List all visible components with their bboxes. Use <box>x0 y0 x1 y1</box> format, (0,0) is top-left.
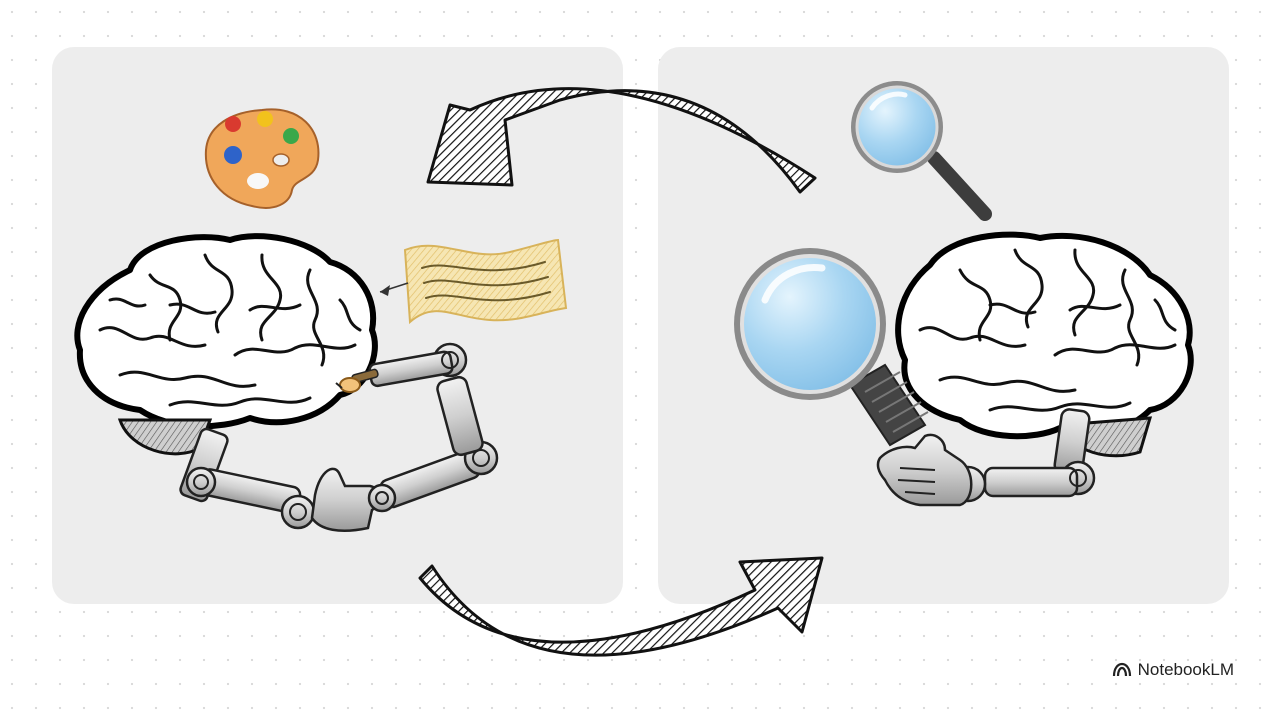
magnifier-icon <box>734 248 929 447</box>
brain-icon <box>74 233 378 456</box>
palette-icon <box>204 108 320 209</box>
robot-hand <box>876 433 973 507</box>
magnifier-icon <box>851 81 992 221</box>
robot-arm-icon <box>179 342 499 532</box>
brain-icon <box>895 231 1194 458</box>
arrow-bottom-to-right <box>418 556 824 657</box>
brand-name: NotebookLM <box>1137 660 1234 679</box>
brand-badge: NotebookLM <box>1112 660 1234 680</box>
paper-note-icon <box>379 238 568 325</box>
notebooklm-logo-icon <box>1112 662 1131 677</box>
arrow-top-to-left <box>426 87 817 194</box>
paintbrush-icon <box>335 368 379 393</box>
